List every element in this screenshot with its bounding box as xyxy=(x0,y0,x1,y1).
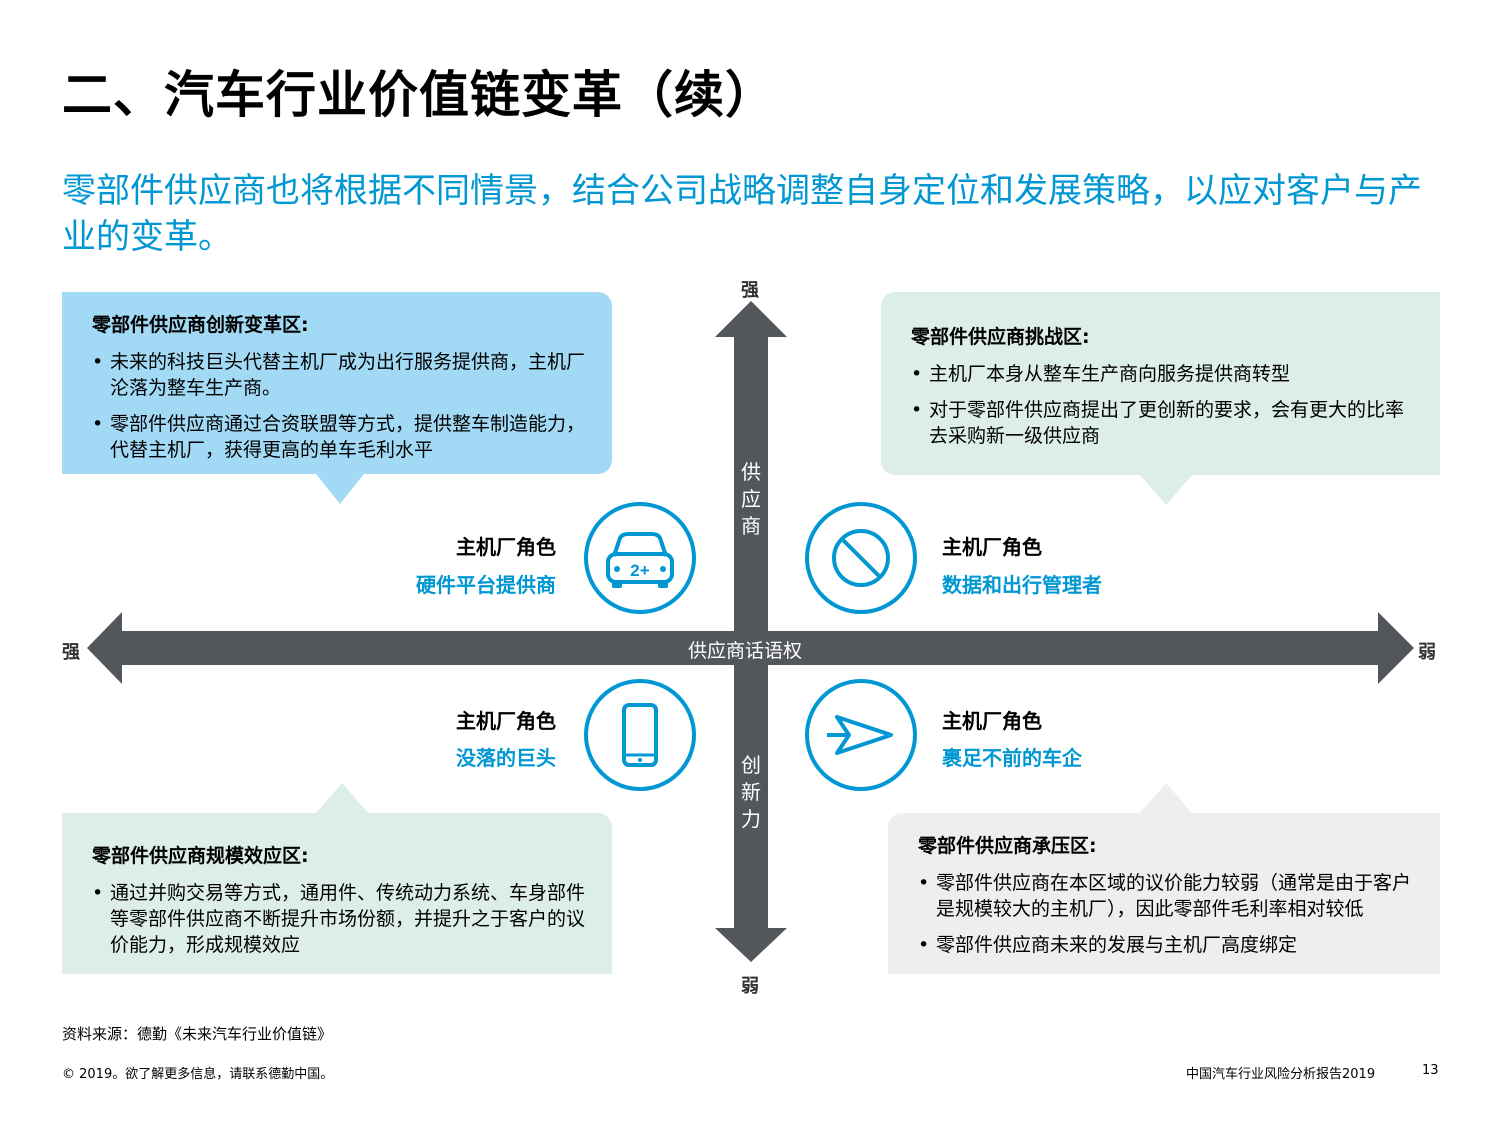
callout-heading: 零部件供应商规模效应区: xyxy=(92,845,309,867)
callout-heading: 零部件供应商承压区: xyxy=(918,835,1097,857)
car-2plus-icon: 2+ xyxy=(584,502,696,614)
callout-pressure-zone: 零部件供应商承压区: 零部件供应商在本区域的议价能力较弱（通常是由于客户是规模较… xyxy=(888,813,1440,974)
quadrant-role-label: 主机厂角色 xyxy=(942,535,1042,559)
navigation-arrow-icon xyxy=(805,679,917,791)
callout-bullet: 对于零部件供应商提出了更创新的要求，会有更大的比率去采购新一级供应商 xyxy=(911,397,1418,449)
horizontal-axis-right-arrowhead xyxy=(1378,612,1414,684)
axis-right-label: 弱 xyxy=(1418,642,1436,663)
callout-pointer xyxy=(1140,783,1192,813)
callout-bullet: 零部件供应商在本区域的议价能力较弱（通常是由于客户是规模较大的主机厂），因此零部… xyxy=(918,870,1418,922)
prohibited-icon xyxy=(805,502,917,614)
footer-copyright: © 2019。欲了解更多信息，请联系德勤中国。 xyxy=(62,1067,334,1082)
callout-bullet: 零部件供应商通过合资联盟等方式，提供整车制造能力，代替主机厂，获得更高的单车毛利… xyxy=(92,411,590,463)
callout-pointer xyxy=(316,783,368,813)
quadrant-role-label: 主机厂角色 xyxy=(456,709,556,733)
callout-heading: 零部件供应商挑战区: xyxy=(911,326,1090,348)
axis-left-label: 强 xyxy=(62,642,80,663)
quadrant-role-desc: 硬件平台提供商 xyxy=(416,573,556,597)
axis-top-label: 强 xyxy=(741,280,759,301)
car-icon-text: 2+ xyxy=(630,561,649,580)
vertical-axis-down-arrowhead xyxy=(715,928,787,962)
callout-challenge-zone: 零部件供应商挑战区: 主机厂本身从整车生产商向服务提供商转型 对于零部件供应商提… xyxy=(881,292,1440,475)
callout-bullet: 未来的科技巨头代替主机厂成为出行服务提供商，主机厂沦落为整车生产商。 xyxy=(92,349,590,401)
page-subtitle: 零部件供应商也将根据不同情景，结合公司战略调整自身定位和发展策略，以应对客户与产… xyxy=(62,171,1422,257)
axis-bottom-label: 弱 xyxy=(741,976,759,997)
vertical-axis-up-arrowhead xyxy=(715,301,787,337)
callout-heading: 零部件供应商创新变革区: xyxy=(92,314,309,336)
footer-report-title: 中国汽车行业风险分析报告2019 xyxy=(1186,1067,1376,1082)
callout-innovation-zone: 零部件供应商创新变革区: 未来的科技巨头代替主机厂成为出行服务提供商，主机厂沦落… xyxy=(62,292,612,474)
smartphone-icon xyxy=(584,679,696,791)
callout-scale-zone: 零部件供应商规模效应区: 通过并购交易等方式，通用件、传统动力系统、车身部件等零… xyxy=(62,813,612,974)
horizontal-axis-label: 供应商话语权 xyxy=(688,640,803,662)
quadrant-role-desc: 裹足不前的车企 xyxy=(942,746,1082,770)
horizontal-axis-left-arrowhead xyxy=(87,612,122,684)
footer-page-number: 13 xyxy=(1422,1063,1439,1078)
callout-bullet: 零部件供应商未来的发展与主机厂高度绑定 xyxy=(918,932,1418,958)
callout-bullet: 主机厂本身从整车生产商向服务提供商转型 xyxy=(911,361,1418,387)
horizontal-axis-shaft xyxy=(120,631,1380,665)
callout-bullet: 通过并购交易等方式，通用件、传统动力系统、车身部件等零部件供应商不断提升市场份额… xyxy=(92,880,590,958)
vertical-axis-label-lower: 创新力 xyxy=(741,753,761,831)
callout-pointer xyxy=(316,474,364,504)
quadrant-role-label: 主机厂角色 xyxy=(456,535,556,559)
vertical-axis-label-upper: 供应商 xyxy=(741,460,761,538)
source-note: 资料来源：德勤《未来汽车行业价值链》 xyxy=(62,1025,333,1043)
quadrant-role-label: 主机厂角色 xyxy=(942,709,1042,733)
quadrant-role-desc: 没落的巨头 xyxy=(456,746,556,770)
quadrant-role-desc: 数据和出行管理者 xyxy=(942,573,1102,597)
page-title: 二、汽车行业价值链变革（续） xyxy=(62,66,776,124)
callout-pointer xyxy=(1140,475,1192,505)
